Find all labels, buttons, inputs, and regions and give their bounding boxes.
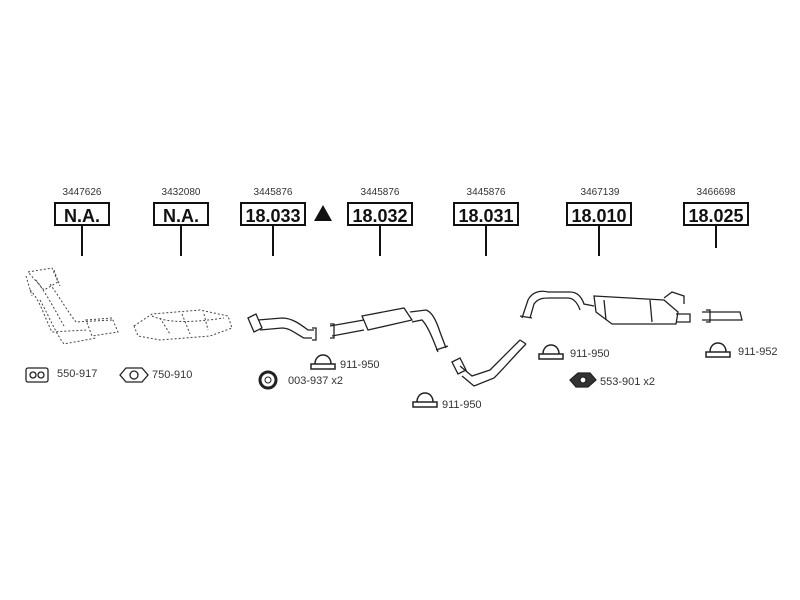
part-code-box[interactable]: 18.010 [566, 202, 632, 226]
part-ref: 3445876 [360, 187, 400, 198]
part-ref: 3445876 [253, 187, 293, 198]
seal-ring-icon [258, 370, 278, 390]
warning-triangle-icon [313, 204, 333, 227]
accessory-label: 003-937 x2 [288, 375, 344, 387]
part-code-box[interactable]: N.A. [54, 202, 110, 226]
part-code-box[interactable]: 18.025 [683, 202, 749, 226]
intermediate-pipe-icon [451, 339, 527, 387]
pipe-clamp-icon [538, 344, 564, 360]
exhaust-manifold-icon [25, 267, 119, 345]
leader-line [180, 226, 182, 256]
pipe-clamp-icon [705, 342, 731, 358]
rear-silencer-icon [519, 290, 691, 325]
part-code-box[interactable]: 18.031 [453, 202, 519, 226]
part-ref: 3447626 [62, 187, 102, 198]
rubber-mount-icon [569, 372, 597, 388]
leader-line [379, 226, 381, 256]
leader-line [81, 226, 83, 256]
ring-gasket-icon [119, 367, 149, 383]
accessory-label: 911-950 [340, 359, 380, 371]
part-ref: 3445876 [466, 187, 506, 198]
accessory-label: 750-910 [152, 369, 193, 381]
part-ref: 3432080 [161, 187, 201, 198]
accessory-label: 550-917 [57, 368, 98, 380]
part-code-box[interactable]: N.A. [153, 202, 209, 226]
part-code-box[interactable]: 18.032 [347, 202, 413, 226]
part-ref: 3467139 [580, 187, 620, 198]
part-code-box[interactable]: 18.033 [240, 202, 306, 226]
part-ref: 3466698 [696, 187, 736, 198]
pipe-clamp-icon [310, 354, 336, 370]
leader-line [272, 226, 274, 256]
leader-line [715, 226, 717, 248]
accessory-label: 911-952 [738, 346, 778, 358]
catalytic-converter-icon [133, 309, 233, 341]
front-pipe-icon [247, 313, 317, 341]
accessory-label: 553-901 x2 [600, 376, 656, 388]
leader-line [485, 226, 487, 256]
accessory-label: 911-950 [570, 348, 610, 360]
tail-pipe-icon [702, 309, 743, 323]
front-silencer-icon [329, 307, 449, 353]
leader-line [598, 226, 600, 256]
gasket-plate-icon [25, 367, 49, 383]
pipe-clamp-icon [412, 392, 438, 408]
accessory-label: 911-950 [442, 399, 482, 411]
